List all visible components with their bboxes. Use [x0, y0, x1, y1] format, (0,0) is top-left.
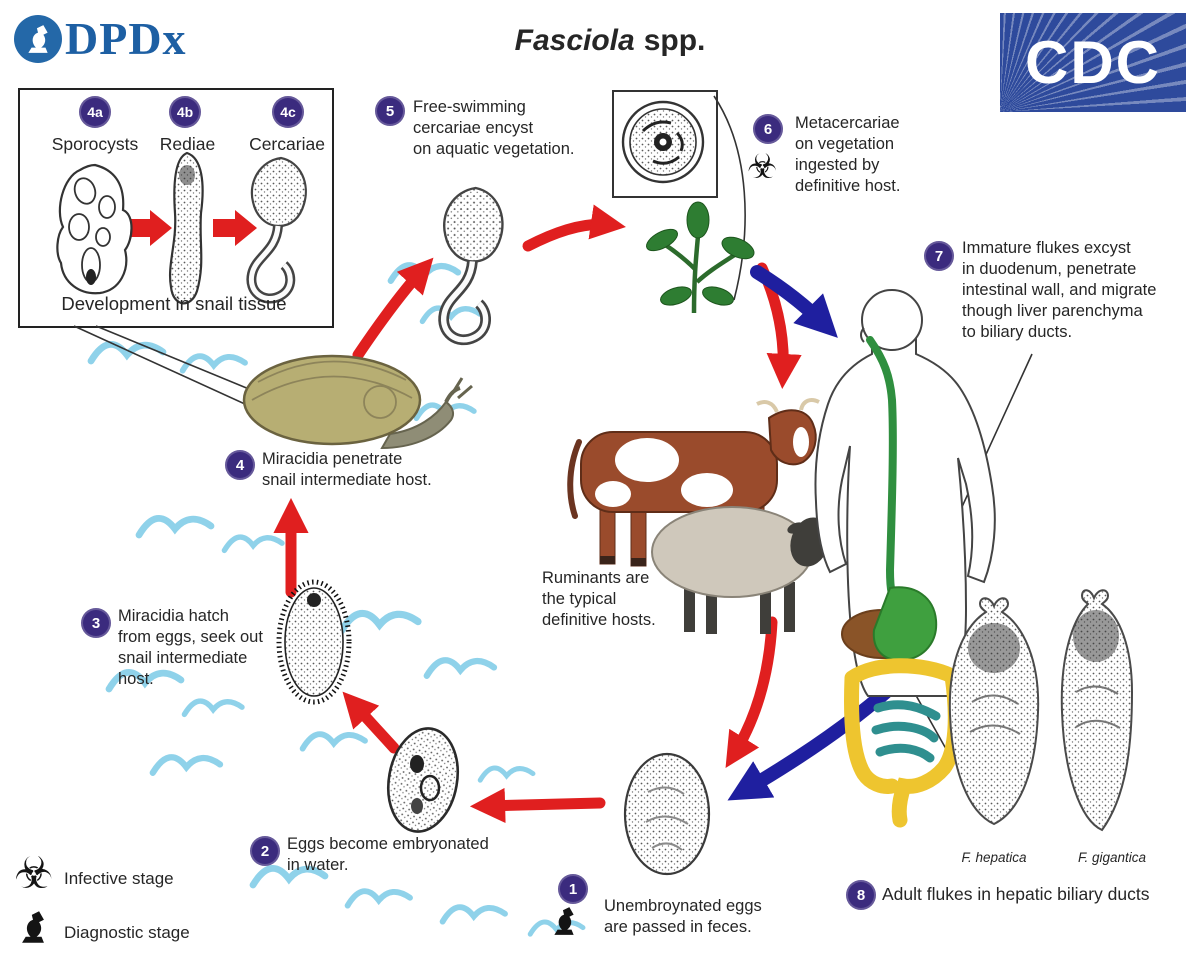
legend-diagnostic-label: Diagnostic stage — [64, 923, 190, 942]
step-text-7: Immature flukes excyst in duodenum, pene… — [962, 239, 1157, 342]
inset-caption: Development in snail tissue — [61, 293, 287, 314]
miracidium-illustration — [276, 579, 352, 705]
step-text-8: Adult flukes in hepatic biliary ducts — [882, 884, 1150, 904]
step-text-6: Metacercariae on vegetation ingested by … — [795, 114, 901, 196]
step-badge-1: 1 — [558, 874, 588, 904]
step-badge-6: 6 — [753, 114, 783, 144]
microscope-icon — [18, 910, 48, 944]
microscope-icon — [551, 906, 577, 936]
ruminants-note: Ruminants are the typical definitive hos… — [542, 569, 656, 630]
step-badge-4: 4 — [225, 450, 255, 480]
human-figure-illustration — [814, 289, 996, 828]
stage-badge-4c: 4c — [272, 96, 304, 128]
red-cycle-arrows — [273, 204, 802, 824]
stage-badge-4a: 4a — [79, 96, 111, 128]
step-text-3: Miracidia hatch from eggs, seek out snai… — [118, 607, 263, 689]
aquatic-plant-illustration — [646, 201, 755, 314]
legend-infective-label: Infective stage — [64, 869, 174, 888]
metacercaria-illustration — [621, 100, 705, 184]
step-text-1: Unembroynated eggs are passed in feces. — [604, 897, 762, 937]
label-f-hepatica: F. hepatica — [961, 850, 1027, 865]
step-badge-3: 3 — [81, 608, 111, 638]
step-badge-2: 2 — [250, 836, 280, 866]
label-cercariae: Cercariae — [249, 134, 325, 154]
dpdx-logo-circle — [14, 14, 62, 63]
unembryonated-egg-illustration — [623, 752, 711, 876]
label-f-gigantica: F. gigantica — [1077, 850, 1147, 865]
title-species: Fasciola — [514, 24, 635, 57]
adult-fluke-hepatica-illustration — [948, 597, 1040, 826]
step-badge-7: 7 — [924, 241, 954, 271]
step-text-2: Eggs become embryonated in water. — [287, 835, 489, 875]
cow-illustration — [567, 398, 820, 567]
cdc-logo: CDC — [1000, 13, 1186, 112]
embryonated-egg-illustration — [387, 727, 459, 833]
free-cercaria-illustration — [438, 186, 504, 346]
step-text-4: Miracidia penetrate snail intermediate h… — [262, 450, 432, 490]
sheep-illustration — [651, 506, 830, 634]
title-suffix: spp. — [643, 24, 706, 57]
stage-badge-4b: 4b — [169, 96, 201, 128]
step-text-5: Free-swimming cercariae encyst on aquati… — [413, 98, 575, 159]
microscope-icon — [25, 24, 51, 54]
step-badge-5: 5 — [375, 96, 405, 126]
step-badge-8: 8 — [846, 880, 876, 910]
cdc-logo-text: CDC — [1025, 29, 1161, 96]
label-rediae: Rediae — [159, 134, 216, 154]
cercaria-illustration — [246, 156, 307, 304]
inset-red-arrows — [128, 210, 257, 246]
dpdx-logo-text: DPDx — [65, 13, 187, 64]
dpdx-logo: DPDx — [14, 12, 187, 65]
redia-illustration — [169, 151, 204, 305]
sporocyst-illustration — [56, 163, 133, 295]
biohazard-icon: ☣ — [14, 849, 54, 898]
snail-illustration — [242, 354, 473, 450]
label-sporocysts: Sporocysts — [51, 134, 139, 154]
biohazard-icon: ☣ — [747, 148, 778, 186]
adult-fluke-gigantica-illustration — [1060, 589, 1134, 832]
